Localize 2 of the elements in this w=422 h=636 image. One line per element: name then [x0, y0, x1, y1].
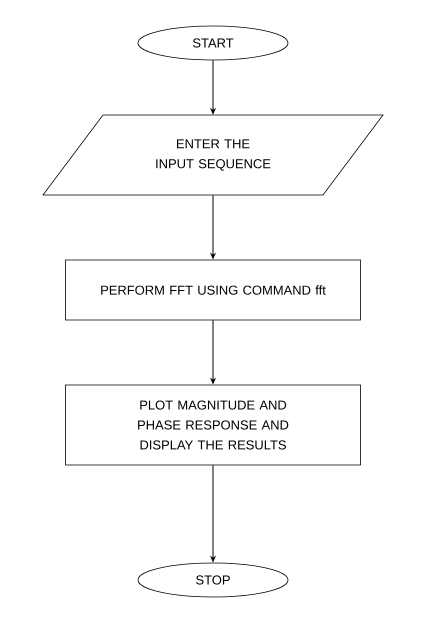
process-box: PERFORM FFT USING COMMAND fft — [65, 260, 361, 320]
process-box: PLOT MAGNITUDE AND PHASE RESPONSE AND DISPLAY THE RESULTS — [65, 384, 361, 466]
